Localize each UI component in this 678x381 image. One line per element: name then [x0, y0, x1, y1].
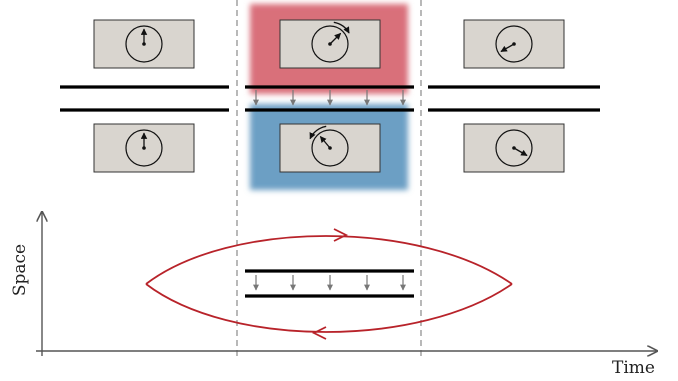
clock-top-left	[93, 19, 195, 69]
clock-bottom-right	[463, 123, 565, 173]
clock-pivot	[512, 42, 516, 46]
upper-plate-arrows	[253, 90, 406, 106]
clock-hand	[319, 136, 331, 149]
clock-face	[495, 25, 533, 63]
trajectory-arrow-backward	[311, 326, 327, 340]
clock-pivot	[512, 146, 516, 150]
clock-pivot	[328, 146, 332, 150]
clock-pivot	[142, 42, 146, 46]
clock-face	[311, 25, 349, 63]
rotation-arrow-counterclockwise	[309, 125, 327, 140]
trajectory-upper-arc	[145, 235, 513, 285]
lower-plates	[245, 269, 414, 298]
clock-hand	[500, 43, 515, 53]
clock-bottom-left	[93, 123, 195, 173]
clock-hand	[513, 147, 528, 157]
clock-group	[93, 19, 565, 173]
clock-face	[125, 25, 163, 63]
clock-pivot	[142, 146, 146, 150]
clock-face	[495, 129, 533, 167]
trajectory-loop	[145, 235, 513, 333]
trajectory-lower-arc	[145, 283, 513, 333]
upper-plates	[60, 85, 600, 112]
clock-hand	[329, 32, 342, 45]
clock-pivot	[328, 42, 332, 46]
clock-face	[125, 129, 163, 167]
lower-plate-arrows	[253, 275, 406, 291]
rotation-arrow-clockwise	[333, 21, 350, 34]
clock-top-center	[279, 19, 381, 69]
clock-bottom-center	[279, 123, 381, 173]
x-axis-label: Time	[612, 358, 655, 378]
y-axis-label: Space	[10, 244, 30, 296]
trajectory-arrow-forward	[333, 228, 349, 242]
clock-top-right	[463, 19, 565, 69]
clock-face	[311, 129, 349, 167]
